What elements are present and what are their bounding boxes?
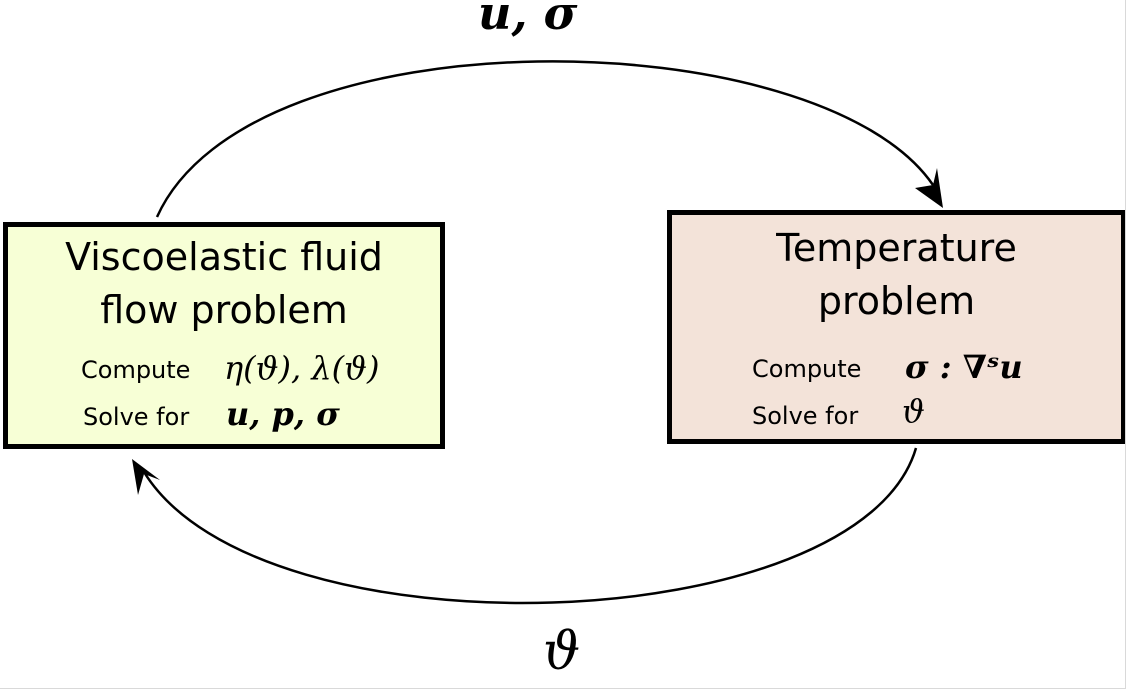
arrow-top-label: u, σ [478, 0, 578, 40]
solve-for-label: Solve for [83, 403, 190, 431]
solve-for-expression: ϑ [902, 392, 925, 430]
title-line-1: Viscoelastic fluid [65, 235, 383, 279]
compute-expression: σ : ∇ˢu [905, 348, 1023, 386]
title-line-1: Temperature [776, 226, 1017, 270]
compute-expression: η(ϑ), λ(ϑ) [224, 349, 380, 387]
temperature-title: Temperature problem [672, 222, 1121, 328]
top-arc-arrow [155, 60, 935, 218]
solve-for-label: Solve for [752, 402, 859, 430]
compute-label: Compute [752, 355, 862, 383]
bottom-arrowhead [132, 459, 160, 495]
arrow-bottom-label: ϑ [543, 622, 581, 682]
viscoelastic-flow-box: Viscoelastic fluid flow problem Compute … [3, 222, 445, 449]
viscoelastic-flow-title: Viscoelastic fluid flow problem [8, 231, 440, 337]
top-arrowhead [915, 168, 943, 208]
compute-label: Compute [81, 356, 191, 384]
title-line-2: problem [817, 279, 976, 324]
solve-for-expression: u, p, σ [226, 395, 340, 433]
bottom-arc-arrow [142, 447, 918, 605]
title-line-2: flow problem [100, 288, 348, 333]
temperature-box: Temperature problem Compute σ : ∇ˢu Solv… [667, 210, 1125, 444]
